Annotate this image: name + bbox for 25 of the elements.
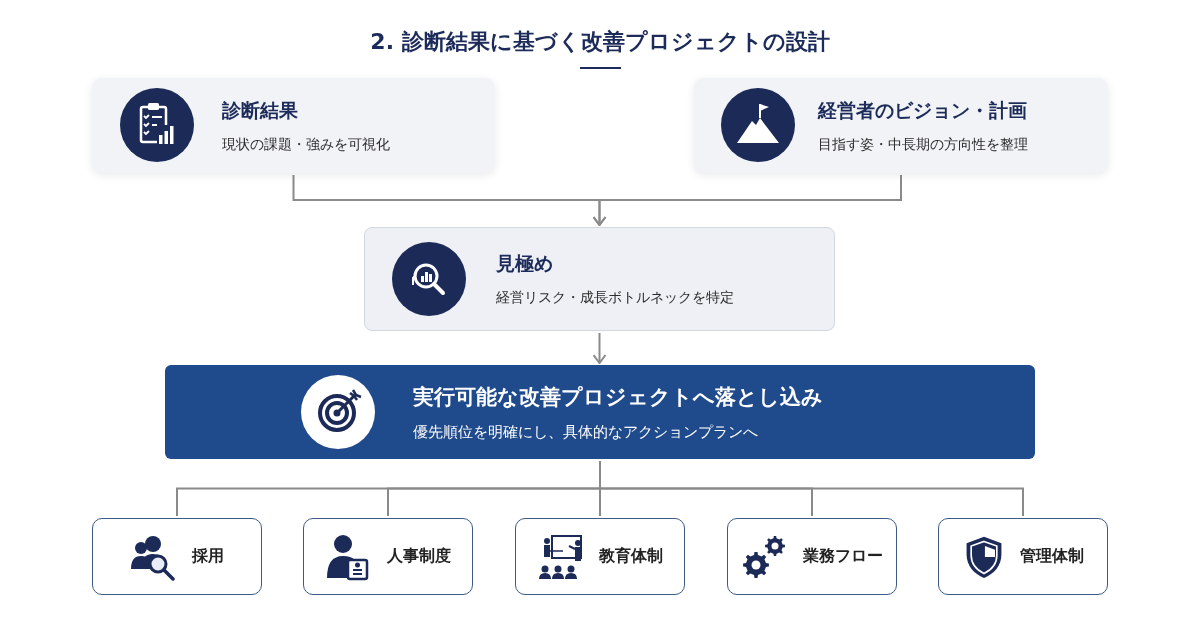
node-description: 目指す姿・中長期の方向性を整理 <box>818 135 1029 154</box>
category-box <box>515 518 685 595</box>
node-heading: 経営者のビジョン・計画 <box>818 97 1028 123</box>
category-box <box>303 518 473 595</box>
category-box <box>92 518 262 595</box>
node-description: 現状の課題・強みを可視化 <box>222 135 391 154</box>
node-description: 優先順位を明確にし、具体的なアクションプランへ <box>413 422 759 442</box>
node-heading: 管理体制 <box>1020 546 1084 567</box>
node-heading: 見極め <box>496 251 554 276</box>
info-card <box>694 78 1108 173</box>
process-box <box>364 227 835 331</box>
node-heading: 採用 <box>192 546 224 567</box>
node-heading: 実行可能な改善プロジェクトへ落とし込み <box>413 383 824 411</box>
info-card <box>92 78 495 173</box>
node-heading: 人事制度 <box>387 546 451 567</box>
node-heading: 業務フロー <box>803 546 883 567</box>
category-box <box>727 518 897 595</box>
node-heading: 教育体制 <box>599 546 663 567</box>
arrow <box>592 174 902 226</box>
arrow <box>592 332 607 364</box>
node-heading: 診断結果 <box>222 97 299 123</box>
node-description: 経営リスク・成長ボトルネックを特定 <box>496 289 735 307</box>
highlight-bar <box>165 365 1035 459</box>
category-box <box>938 518 1108 595</box>
diagram-title: 2. 診断結果に基づく改善プロジェクトの設計 <box>369 28 831 56</box>
